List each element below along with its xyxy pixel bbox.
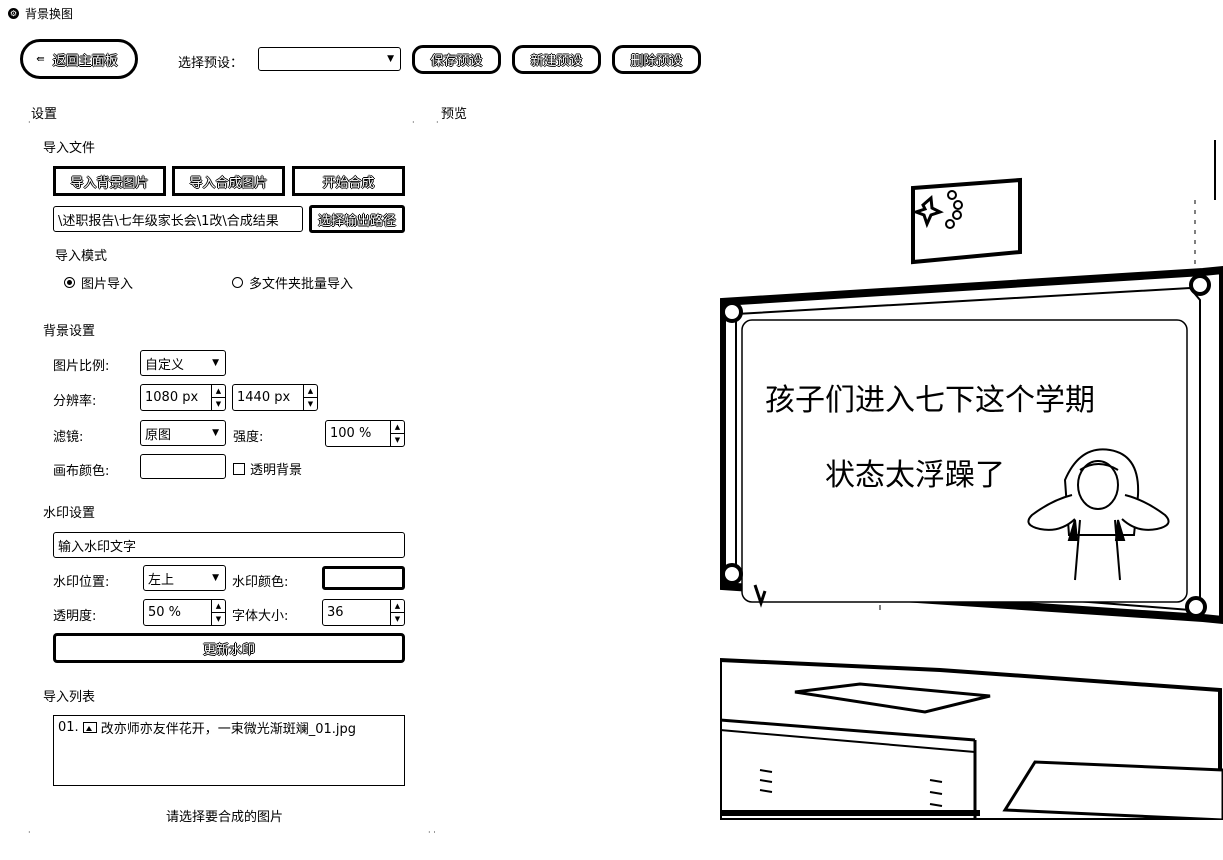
radio-button-unchecked[interactable] [232,277,243,288]
preview-heading: 预览 [441,107,468,122]
spin-down-icon[interactable]: ▼ [391,433,404,446]
spin-up-icon[interactable]: ▲ [394,601,401,610]
spin-up-icon[interactable]: ▲ [394,422,401,431]
ratio-label: 图片比例: [53,359,110,374]
import-background-button[interactable]: 导入背景图片 [53,166,166,196]
group-border-mark: · [412,118,415,127]
canvas-color-label: 画布颜色: [53,464,110,479]
watermark-position-label: 水印位置: [53,575,110,590]
watermark-color-label: 水印颜色: [232,575,289,590]
save-preset-button[interactable]: 保存预设 [412,45,501,74]
radio-button-checked[interactable] [64,277,75,288]
preset-label: 选择预设： [178,56,244,71]
app-icon: ⚙ [8,7,19,19]
watermark-position-select[interactable]: 左上 ▼ [143,565,226,591]
output-path-field[interactable]: \述职报告\七年级家长会\1改\合成结果 [53,206,303,232]
window-title: 背景换图 [25,6,74,21]
import-list[interactable]: 01. 改亦师亦友伴花开，一束微光渐斑斓_01.jpg [53,715,405,786]
strength-label: 强度: [233,430,264,445]
radio-folder-batch-import[interactable]: 多文件夹批量导入 [232,273,353,292]
radio-image-import[interactable]: 图片导入 [64,273,133,292]
checkbox[interactable] [233,462,245,475]
height-spinbox[interactable]: 1440 px ▲▼ [232,384,318,411]
spin-buttons[interactable]: ▲▼ [390,600,404,625]
watermark-text-input[interactable]: 输入水印文字 [53,532,405,558]
start-composite-button[interactable]: 开始合成 [292,166,405,196]
group-border-mark: · [436,118,439,127]
import-composite-button[interactable]: 导入合成图片 [172,166,285,196]
chevron-down-icon: ▼ [387,54,394,64]
background-settings-heading: 背景设置 [43,324,96,339]
font-size-label: 字体大小: [232,609,289,624]
opacity-label: 透明度: [53,609,97,624]
watermark-settings-heading: 水印设置 [43,506,96,521]
spin-down-icon[interactable]: ▼ [212,397,225,410]
chevron-down-icon: ▼ [212,428,219,438]
spin-down-icon[interactable]: ▼ [212,612,225,625]
import-mode-heading: 导入模式 [55,249,108,264]
spin-up-icon[interactable]: ▲ [307,386,314,395]
group-border-mark: · [28,118,31,127]
desk-image [720,584,1223,820]
board-text-line1: 孩子们进入七下这个学期 [765,383,1095,418]
spin-buttons[interactable]: ▲▼ [390,421,404,446]
flag-image [911,177,1022,265]
status-text: 请选择要合成的图片 [166,810,284,825]
transparent-background-checkbox[interactable]: 透明背景 [233,459,302,478]
spin-down-icon[interactable]: ▼ [304,397,317,410]
watermark-color-picker[interactable] [322,566,405,590]
import-list-heading: 导入列表 [43,690,96,705]
chevron-down-icon: ▼ [212,358,219,368]
delete-preset-button[interactable]: 删除预设 [612,45,701,74]
spin-buttons[interactable]: ▲▼ [303,385,317,410]
resolution-label: 分辨率: [53,394,97,409]
back-icon: ⇚ [36,53,45,65]
canvas-color-picker[interactable] [140,454,226,479]
spin-buttons[interactable]: ▲▼ [211,385,225,410]
new-preset-button[interactable]: 新建预设 [512,45,601,74]
filter-label: 滤镜: [53,430,84,445]
font-size-spinbox[interactable]: 36 ▲▼ [322,599,405,626]
opacity-spinbox[interactable]: 50 % ▲▼ [143,599,226,626]
girl-covering-ears-illustration [1027,448,1170,581]
preset-select[interactable]: ▼ [258,47,401,71]
spin-buttons[interactable]: ▲▼ [211,600,225,625]
width-spinbox[interactable]: 1080 px ▲▼ [140,384,226,411]
choose-output-path-button[interactable]: 选择输出路径 [309,205,405,233]
group-border-mark: · · [428,828,436,837]
settings-heading: 设置 [31,107,58,122]
group-border-mark: · [28,828,31,837]
preview-image: 孩子们进入七下这个学期 状态太浮躁了 [720,140,1223,820]
spin-up-icon[interactable]: ▲ [215,386,222,395]
spin-up-icon[interactable]: ▲ [215,601,222,610]
update-watermark-button[interactable]: 更新水印 [53,633,405,663]
strength-spinbox[interactable]: 100 % ▲▼ [325,420,405,447]
chevron-down-icon: ▼ [212,573,219,583]
import-files-heading: 导入文件 [43,141,96,156]
filter-select[interactable]: 原图 ▼ [140,420,226,446]
back-to-main-button[interactable]: ⇚ 返回主面板 [20,39,138,79]
ratio-select[interactable]: 自定义 ▼ [140,350,226,376]
window-title-bar: ⚙ 背景换图 [8,4,73,22]
board-text-line2: 状态太浮躁了 [825,458,1005,493]
list-item[interactable]: 01. 改亦师亦友伴花开，一束微光渐斑斓_01.jpg [58,720,356,737]
spin-down-icon[interactable]: ▼ [391,612,404,625]
image-file-icon [82,722,97,733]
